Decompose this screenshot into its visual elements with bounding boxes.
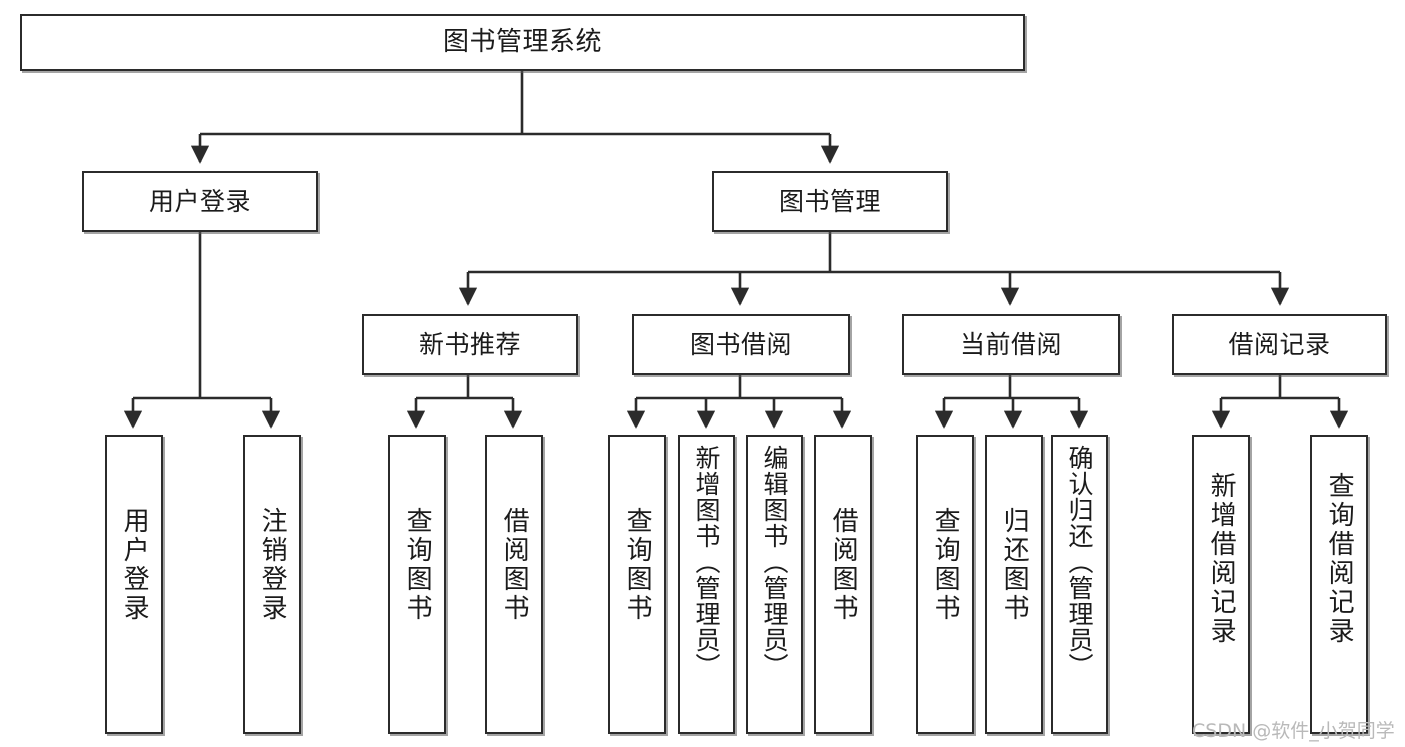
node-label: 查询图书 <box>930 507 961 623</box>
node-label: 借阅记录 <box>1228 329 1331 359</box>
node-leaf-query-book-borrow[interactable]: 查询图书 <box>608 435 666 734</box>
node-borrow-records[interactable]: 借阅记录 <box>1172 314 1387 375</box>
node-label: 注销登录 <box>257 507 288 623</box>
node-leaf-user-login[interactable]: 用户登录 <box>105 435 163 734</box>
node-user-login[interactable]: 用户登录 <box>82 171 318 232</box>
node-leaf-borrow-book[interactable]: 借阅图书 <box>814 435 872 734</box>
node-leaf-add-borrow-record[interactable]: 新增借阅记录 <box>1192 435 1250 734</box>
node-label: 借阅图书 <box>828 507 859 623</box>
node-label: 查询图书 <box>402 507 433 623</box>
node-label: 查询图书 <box>622 507 653 623</box>
node-leaf-return-book[interactable]: 归还图书 <box>985 435 1043 734</box>
node-label: 确认归还（管理员） <box>1065 445 1094 679</box>
node-label: 新增图书（管理员） <box>692 445 721 679</box>
node-label: 新书推荐 <box>418 329 521 359</box>
node-label: 归还图书 <box>999 507 1030 623</box>
csdn-watermark: CSDN @软件_小贺同学 <box>1192 720 1395 742</box>
node-leaf-query-borrow-record[interactable]: 查询借阅记录 <box>1310 435 1368 734</box>
node-label: 图书管理 <box>778 186 881 216</box>
node-leaf-confirm-return-admin[interactable]: 确认归还（管理员） <box>1051 435 1108 734</box>
node-book-management-system[interactable]: 图书管理系统 <box>20 14 1025 71</box>
node-book-management[interactable]: 图书管理 <box>712 171 948 232</box>
node-leaf-add-book-admin[interactable]: 新增图书（管理员） <box>678 435 735 734</box>
node-label: 当前借阅 <box>959 329 1062 359</box>
node-leaf-edit-book-admin[interactable]: 编辑图书（管理员） <box>746 435 803 734</box>
node-leaf-query-book-recommend[interactable]: 查询图书 <box>388 435 446 734</box>
node-leaf-query-book-current[interactable]: 查询图书 <box>916 435 974 734</box>
node-leaf-logout[interactable]: 注销登录 <box>243 435 301 734</box>
node-label: 用户登录 <box>148 186 251 216</box>
node-leaf-borrow-book-recommend[interactable]: 借阅图书 <box>485 435 543 734</box>
node-label: 用户登录 <box>119 507 150 623</box>
node-label: 图书借阅 <box>689 329 792 359</box>
node-label: 查询借阅记录 <box>1324 472 1355 646</box>
node-label: 编辑图书（管理员） <box>760 445 789 679</box>
node-label: 借阅图书 <box>499 507 530 623</box>
node-label: 新增借阅记录 <box>1206 472 1237 646</box>
node-book-borrow[interactable]: 图书借阅 <box>632 314 850 375</box>
node-current-borrow[interactable]: 当前借阅 <box>902 314 1120 375</box>
node-label: 图书管理系统 <box>442 27 602 58</box>
node-new-book-recommend[interactable]: 新书推荐 <box>362 314 578 375</box>
